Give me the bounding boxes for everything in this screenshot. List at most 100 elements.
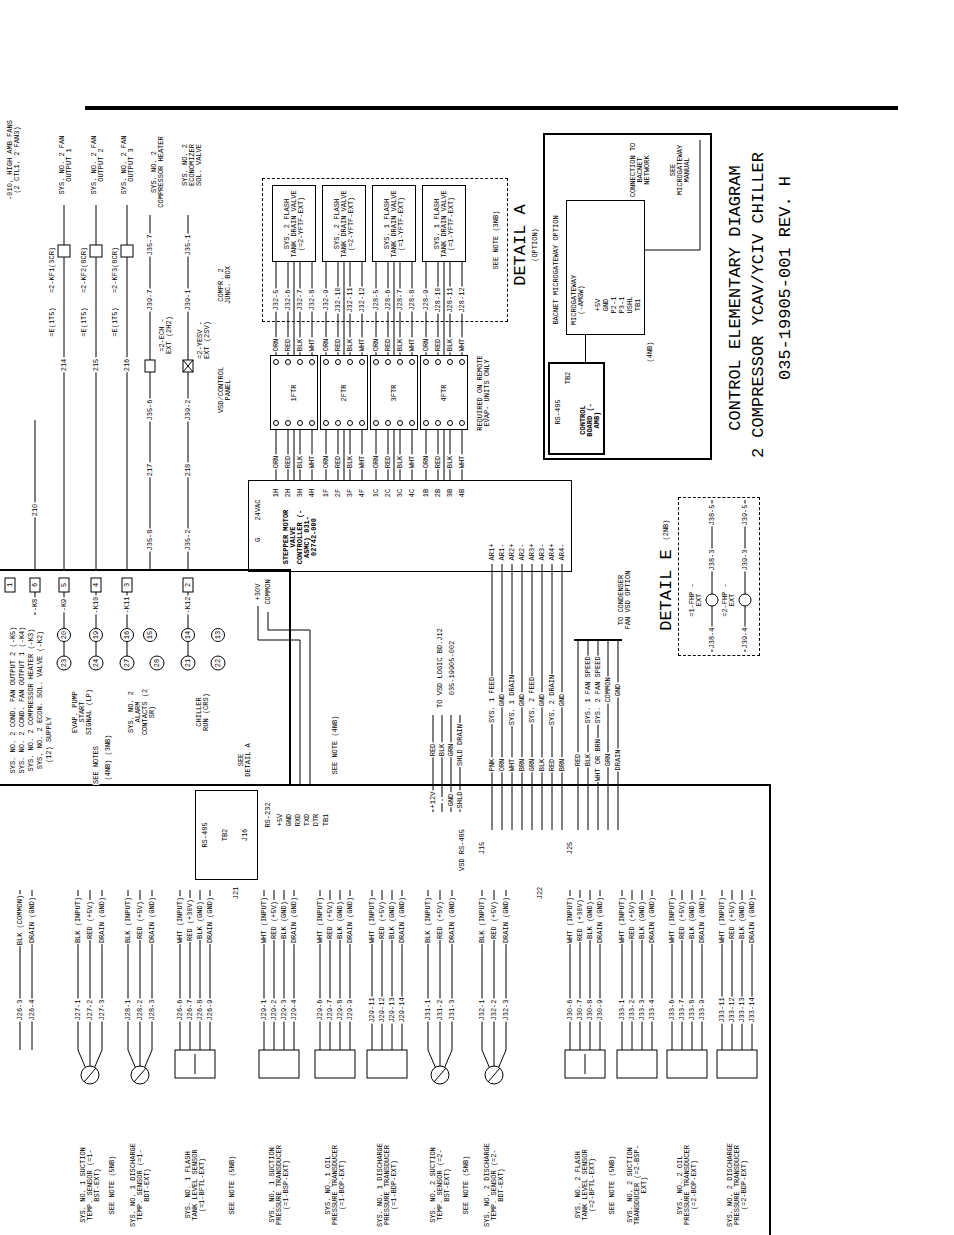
pin-label: GND xyxy=(286,813,293,828)
connector-pin: J32-9 xyxy=(323,288,330,311)
connector-pin: J29-8 xyxy=(337,998,344,1021)
note-text: SEE NOTES xyxy=(93,745,100,785)
terminal-number: 5 xyxy=(61,582,68,588)
terminal-number: 24 xyxy=(93,658,100,668)
wire-label: DRAIN (GND) xyxy=(149,896,156,944)
connector-pin: J39-3 xyxy=(742,548,749,571)
connector-pin: J39-1 xyxy=(185,288,192,311)
wire-label: DRAIN (GND) xyxy=(649,896,656,944)
device-tag: =2-ECH -EXT (2H2) xyxy=(159,314,173,356)
wire xyxy=(150,215,151,570)
terminal-number: 14 xyxy=(185,630,192,640)
terminal-dot xyxy=(374,421,379,426)
connector-label: TB2 xyxy=(565,371,572,386)
note-text: SEE NOTE (5NB) xyxy=(463,1155,470,1216)
wire-color: BRN xyxy=(519,758,526,773)
sensor-name: SYS. NO. 1 FLASH TANK LEVEL SENSOR (=1-B… xyxy=(185,1142,206,1228)
wire-color: ORN xyxy=(323,338,330,353)
connector-pin: J28-2 xyxy=(137,998,144,1021)
connector-pin: J29-4 xyxy=(291,998,298,1021)
wire-label: RED (+30V) xyxy=(577,898,584,942)
signal-label: EVAP. PUMP START SIGNAL (LP) xyxy=(72,687,93,737)
terminal-box xyxy=(30,578,40,592)
wire-bundle xyxy=(344,430,345,480)
wire-color: BLK xyxy=(397,455,404,470)
node-text: 4FTR xyxy=(441,384,448,401)
signal-label: GND xyxy=(539,693,546,708)
pin-label: 2C xyxy=(385,488,392,498)
sensor-name: SYS. NO. 2 DISCHARGE PRESSURE TRANSDUCER… xyxy=(727,1142,748,1228)
connector-pin: J38-5 xyxy=(709,503,716,526)
terminal-circle xyxy=(144,629,157,642)
terminal-dot xyxy=(310,421,315,426)
valve-symbol xyxy=(183,360,193,372)
wire-label: WHT (INPUT) xyxy=(619,896,626,944)
valve-box: SYS. 1 FLASH TANK DRAIN VALVE (=1-YFTF-E… xyxy=(372,185,416,262)
node-text: SYS. 1 FLASH TANK DRAIN VALVE (=1-YFTF-E… xyxy=(434,189,455,259)
terminal-box xyxy=(59,578,69,592)
wire-color: ORN xyxy=(499,758,506,773)
pin-label: AR3+ xyxy=(529,543,536,562)
wire-color: WHT OR BRN xyxy=(595,738,602,782)
terminal-number: 15 xyxy=(147,630,154,640)
pin-label: GND xyxy=(448,793,455,808)
node-text: MICROGATEWAY (-AMGW) xyxy=(571,270,585,330)
terminal-circle xyxy=(89,656,103,670)
connector-pin: J33-6 xyxy=(669,998,676,1021)
wire-label: RED (+5V) xyxy=(271,900,278,940)
power-wire xyxy=(268,612,310,785)
signal-label: SYS. 1 FEED xyxy=(489,676,496,724)
pin-label: 3B xyxy=(447,488,454,498)
wire-label: WHT (INPUT) xyxy=(719,896,726,944)
wire xyxy=(188,215,189,570)
pin-label: AR1- xyxy=(499,543,506,562)
thermistor-symbol xyxy=(134,1068,146,1082)
terminal-number: 21 xyxy=(185,658,192,668)
device-tag: =2-KF2(8CR) xyxy=(81,246,88,294)
wire-label: WHT (INPUT) xyxy=(261,896,268,944)
fan-motor xyxy=(739,594,751,606)
relay-coil xyxy=(121,245,133,257)
output-label: SYS. NO. 2 FAN OUTPUT 3 xyxy=(121,133,135,197)
terminal-dot xyxy=(448,360,453,365)
sensor-name: SYS. NO. 2 SUCTION TEMP. SENSOR (=2-BST-… xyxy=(430,1142,451,1228)
pin-label: AR2+ xyxy=(509,543,516,562)
pin-label: 3F xyxy=(347,488,354,498)
connector-label: TB2 xyxy=(222,828,229,843)
connector-pin: J33-14 xyxy=(749,996,756,1023)
wire-color: RED xyxy=(285,455,292,470)
output-label: SYS. NO. 2 COMPRESSOR HEATER xyxy=(151,131,165,213)
wire xyxy=(127,205,128,570)
terminal-circle xyxy=(181,656,195,670)
note-text: TO VSD LOGIC BD.J12 xyxy=(437,627,444,709)
pin-label: 1H xyxy=(273,488,280,498)
node-text: 3FTR xyxy=(391,384,398,401)
wire xyxy=(608,640,609,830)
wire-color: RED xyxy=(435,338,442,353)
connector-pin: J26-3 xyxy=(17,998,24,1021)
thermistor-symbol xyxy=(434,1068,446,1082)
terminal-dot xyxy=(436,421,441,426)
device-tag: =2-KF1(3CR) xyxy=(49,246,56,294)
wire-label: BLK (GND) xyxy=(337,900,344,940)
terminal-circle xyxy=(182,629,195,642)
wire-label: RED (+5V) xyxy=(679,900,686,940)
relay-tag: -K10 xyxy=(93,596,100,615)
connector-pin: J26-6 xyxy=(177,998,184,1021)
valve-symbol xyxy=(183,360,193,372)
terminal-number: 13 xyxy=(215,630,222,640)
signal-label: SYS. 1 DRAIN xyxy=(509,674,516,726)
terminal-circle xyxy=(58,629,71,642)
signal-label: GND xyxy=(559,693,566,708)
terminal-circle xyxy=(212,629,225,642)
signal-label: +30V xyxy=(255,583,262,602)
connector-pin: J39-7 xyxy=(147,288,154,311)
wire-label: BLK (INPUT) xyxy=(479,896,486,944)
node-text: STEPPER MOTOR VALVE CONTROLLER (-ASMC) 0… xyxy=(283,507,318,567)
connector-pin: J35-8 xyxy=(147,528,154,551)
wire-color: RED xyxy=(385,455,392,470)
wire-label: BLK (GND) xyxy=(739,900,746,940)
sensor-name: SYS. NO. 1 DISCHARGE TEMP. SENSOR (=1-BD… xyxy=(130,1142,151,1228)
node-text: 1FTR xyxy=(291,384,298,401)
terminal-dot xyxy=(298,360,303,365)
